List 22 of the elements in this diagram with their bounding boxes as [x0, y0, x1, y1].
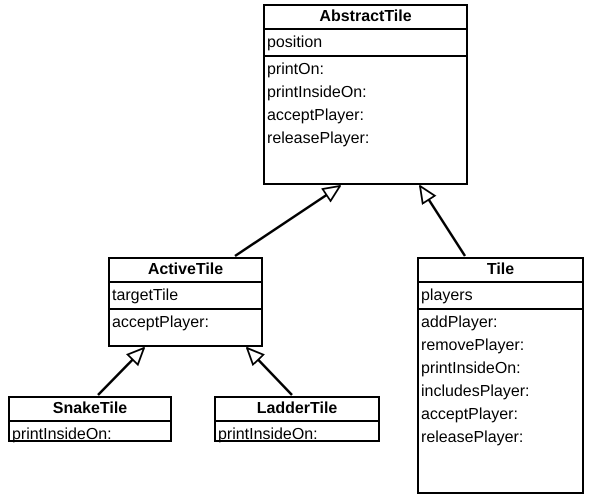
class-name: LadderTile	[256, 399, 338, 419]
class-name: Tile	[486, 260, 514, 280]
inheritance-arrow	[418, 185, 466, 257]
inheritance-arrow	[234, 184, 341, 258]
inheritance-arrow	[97, 347, 145, 396]
class-box	[108, 257, 263, 347]
attribute-list: printInsideOn:	[12, 423, 112, 446]
class-name: AbstractTile	[319, 7, 412, 27]
attribute-list: position	[267, 31, 322, 54]
method-list: addPlayer: removePlayer: printInsideOn: includesPlayer: acceptPlayer: releasePlayer:	[421, 311, 530, 449]
attribute-list: printInsideOn:	[218, 423, 318, 446]
class-box	[417, 257, 584, 494]
method-list: acceptPlayer:	[112, 311, 209, 334]
class-box	[8, 396, 172, 442]
attribute-list: players	[421, 284, 473, 307]
inheritance-arrow	[246, 347, 293, 396]
class-box	[214, 396, 380, 442]
class-box	[263, 4, 468, 185]
class-name: ActiveTile	[148, 260, 224, 280]
method-list: printOn: printInsideOn: acceptPlayer: releasePlayer:	[267, 58, 370, 150]
attribute-list: targetTile	[112, 284, 178, 307]
class-name: SnakeTile	[52, 399, 128, 419]
